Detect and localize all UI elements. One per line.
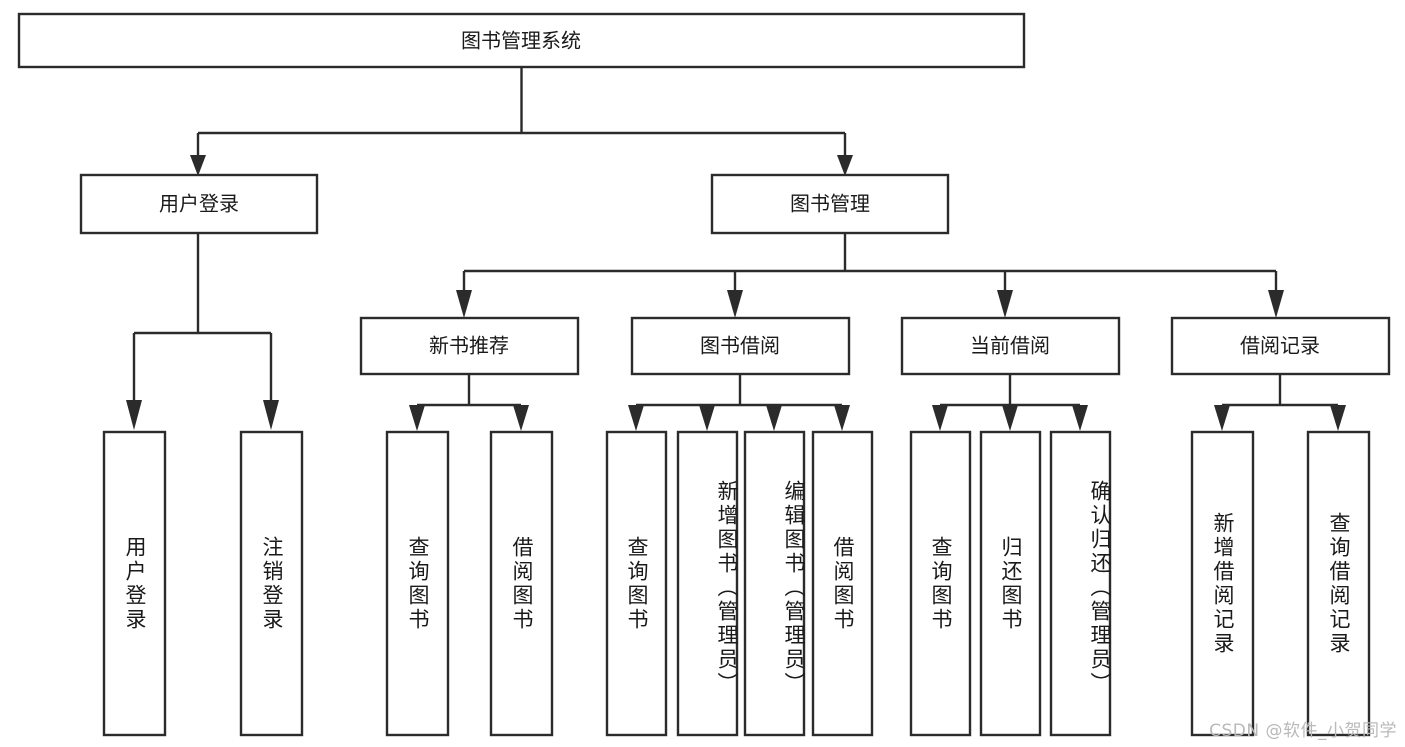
- node-user-login-label: 用户登录: [159, 192, 239, 216]
- arrowhead-leaf-add-record: [1214, 405, 1230, 431]
- node-leaf-query-book-2[interactable]: [605, 430, 668, 737]
- node-leaf-edit-book[interactable]: [743, 430, 806, 737]
- arrowhead-book-borrow: [727, 290, 743, 318]
- arrowhead-book-manage: [837, 155, 853, 176]
- node-leaf-logout-login[interactable]: [239, 430, 304, 737]
- arrowhead-user-login: [190, 155, 206, 176]
- node-root-label: 图书管理系统: [461, 29, 581, 53]
- arrowhead-new-book-recommend: [456, 290, 472, 318]
- node-leaf-query-book-3[interactable]: [909, 430, 972, 737]
- node-borrow-record[interactable]: [1170, 316, 1391, 376]
- node-user-login[interactable]: [79, 173, 319, 235]
- arrowhead-leaf-query-book-2: [628, 405, 644, 431]
- node-book-manage[interactable]: [710, 173, 950, 235]
- node-layer: 图书管理系统 用户登录 图书管理 新书推荐 图书借阅 当前借阅 借阅记录: [17, 12, 1391, 737]
- node-leaf-add-record[interactable]: [1190, 430, 1255, 737]
- arrowhead-leaf-borrow-book-1: [513, 405, 529, 431]
- node-book-manage-label: 图书管理: [790, 192, 870, 216]
- arrowhead-current-borrow: [997, 290, 1013, 318]
- arrowhead-leaf-query-book-1: [409, 405, 425, 431]
- csdn-watermark: CSDN @软件_小贺同学: [1209, 721, 1397, 741]
- node-borrow-record-label: 借阅记录: [1240, 334, 1320, 358]
- node-leaf-borrow-book-2[interactable]: [811, 430, 874, 737]
- arrowhead-borrow-record: [1268, 290, 1284, 318]
- node-leaf-add-book[interactable]: [676, 430, 739, 737]
- node-leaf-user-login[interactable]: [102, 430, 167, 737]
- arrowhead-leaf-edit-book: [766, 405, 782, 431]
- node-leaf-confirm-return[interactable]: [1049, 430, 1112, 737]
- node-leaf-query-record[interactable]: [1306, 430, 1371, 737]
- arrowhead-leaf-query-book-3: [932, 405, 948, 431]
- node-book-borrow-label: 图书借阅: [700, 334, 780, 358]
- connector-layer: [126, 67, 1346, 431]
- node-leaf-query-book-1[interactable]: [385, 430, 450, 737]
- node-leaf-return-book[interactable]: [979, 430, 1042, 737]
- arrowhead-leaf-return-book: [1002, 405, 1018, 431]
- node-new-book-recommend-label: 新书推荐: [429, 334, 509, 358]
- arrowhead-leaf-borrow-book-2: [834, 405, 850, 431]
- arrowhead-leaf-logout-login: [263, 400, 279, 430]
- node-current-borrow-label: 当前借阅: [970, 334, 1050, 358]
- node-root[interactable]: [17, 12, 1026, 69]
- node-new-book-recommend[interactable]: [359, 316, 580, 376]
- arrowhead-leaf-query-record: [1330, 405, 1346, 431]
- arrowhead-leaf-confirm-return: [1072, 405, 1088, 431]
- node-leaf-borrow-book-1[interactable]: [489, 430, 554, 737]
- arrowhead-leaf-user-login: [126, 400, 142, 430]
- node-current-borrow[interactable]: [900, 316, 1121, 376]
- node-book-borrow[interactable]: [630, 316, 851, 376]
- arrowhead-leaf-add-book: [699, 405, 715, 431]
